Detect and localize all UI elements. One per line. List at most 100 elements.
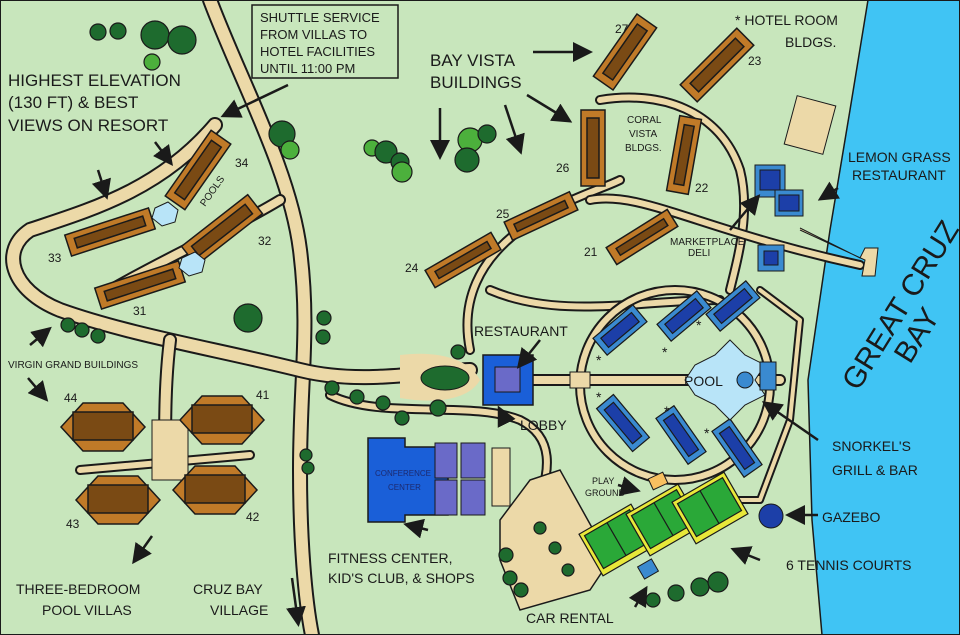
hotel-room-buildings xyxy=(592,280,763,479)
label-marketplace-1: MARKETPLACE xyxy=(670,237,745,248)
trees xyxy=(60,20,729,608)
label-pool: POOL xyxy=(684,373,723,389)
label-lemon-grass-2: RESTAURANT xyxy=(852,167,946,183)
villa-pool-1 xyxy=(151,201,179,227)
building-25 xyxy=(503,190,579,242)
villa-42 xyxy=(171,465,259,515)
label-lobby: LOBBY xyxy=(520,417,567,433)
playground xyxy=(647,471,669,491)
building-26 xyxy=(580,109,606,187)
label-fitness-2: KID'S CLUB, & SHOPS xyxy=(328,570,475,586)
villa-plaza xyxy=(151,419,189,481)
pool-villas xyxy=(59,395,266,525)
label-gazebo: GAZEBO xyxy=(822,509,880,525)
label-conference-1: CONFERENCE xyxy=(375,469,431,478)
label-hotel-room-2: BLDGS. xyxy=(785,34,836,50)
label-snorkels-1: SNORKEL'S xyxy=(832,438,911,454)
label-hotel-room-1: * HOTEL ROOM xyxy=(735,12,838,28)
building-27 xyxy=(592,12,658,92)
svg-text:*: * xyxy=(662,344,668,360)
label-bay-vista-1: BAY VISTA xyxy=(430,51,516,70)
shuttle-service-box xyxy=(251,4,399,79)
svg-text:*: * xyxy=(596,352,602,368)
building-33 xyxy=(63,206,157,258)
arrows xyxy=(27,42,841,627)
label-highest-elevation-3: VIEWS ON RESORT xyxy=(8,116,168,135)
label-fitness-1: FITNESS CENTER, xyxy=(328,550,452,566)
villa-pool-2 xyxy=(178,251,206,277)
lemon-grass-deck xyxy=(783,95,837,155)
svg-text:SHUTTLE SERVICE: SHUTTLE SERVICE xyxy=(260,10,380,25)
villa-41 xyxy=(178,395,266,445)
svg-text:44: 44 xyxy=(64,391,78,405)
great-cruz-bay-water xyxy=(807,0,960,635)
svg-text:31: 31 xyxy=(133,304,147,318)
building-21 xyxy=(605,208,679,266)
gazebo xyxy=(758,503,784,529)
label-lemon-grass-1: LEMON GRASS xyxy=(848,149,951,165)
svg-text:41: 41 xyxy=(256,388,270,402)
label-three-bedroom-1: THREE-BEDROOM xyxy=(16,581,140,597)
lemon-grass-building xyxy=(754,164,804,272)
building-numbers: 34 32 33 31 27 23 26 22 25 24 21 44 41 4… xyxy=(48,22,762,531)
label-snorkels-2: GRILL & BAR xyxy=(832,462,918,478)
svg-text:21: 21 xyxy=(584,245,598,259)
label-playground-2: GROUND xyxy=(585,488,625,498)
svg-text:34: 34 xyxy=(235,156,249,170)
label-virgin-grand: VIRGIN GRAND BUILDINGS xyxy=(8,360,138,371)
svg-text:*: * xyxy=(704,425,710,441)
fitness-center-buildings xyxy=(434,442,486,516)
hotel-asterisks: * * * * * * xyxy=(596,317,710,441)
tennis-courts xyxy=(578,471,749,577)
svg-text:23: 23 xyxy=(748,54,762,68)
villa-buildings xyxy=(63,12,755,311)
shops-walkway xyxy=(491,447,511,507)
svg-text:33: 33 xyxy=(48,251,62,265)
shuttle-service-text: SHUTTLE SERVICE FROM VILLAS TO HOTEL FAC… xyxy=(260,10,380,76)
svg-text:25: 25 xyxy=(496,207,510,221)
label-bay-vista-2: BUILDINGS xyxy=(430,73,522,92)
building-32 xyxy=(180,193,264,267)
label-highest-elevation-2: (130 FT) & BEST xyxy=(8,93,138,112)
pool-hot-tub xyxy=(736,371,754,389)
label-coral-vista-3: BLDGS. xyxy=(625,143,662,154)
svg-text:43: 43 xyxy=(66,517,80,531)
label-tennis: 6 TENNIS COURTS xyxy=(786,557,912,573)
car-rental-building xyxy=(636,558,660,580)
tree-oval xyxy=(420,365,470,391)
villa-44 xyxy=(59,402,147,452)
svg-text:27: 27 xyxy=(615,22,629,36)
label-marketplace-2: DELI xyxy=(688,248,710,259)
svg-text:*: * xyxy=(664,403,670,419)
svg-text:*: * xyxy=(596,389,602,405)
svg-text:42: 42 xyxy=(246,510,260,524)
building-22 xyxy=(665,114,703,196)
label-cruz-bay-2: VILLAGE xyxy=(210,602,268,618)
label-coral-vista-1: CORAL xyxy=(627,115,662,126)
svg-text:*: * xyxy=(696,317,702,333)
snorkels-building xyxy=(759,361,777,391)
label-conference-2: CENTER xyxy=(388,483,421,492)
restaurant-building xyxy=(494,366,521,393)
svg-text:HOTEL FACILITIES: HOTEL FACILITIES xyxy=(260,44,375,59)
svg-text:UNTIL 11:00 PM: UNTIL 11:00 PM xyxy=(260,61,355,76)
svg-text:26: 26 xyxy=(556,161,570,175)
svg-text:32: 32 xyxy=(258,234,272,248)
label-car-rental: CAR RENTAL xyxy=(526,610,614,626)
pier xyxy=(799,227,879,277)
villa-43 xyxy=(74,475,162,525)
svg-text:24: 24 xyxy=(405,261,419,275)
building-24 xyxy=(424,231,502,289)
label-coral-vista-2: VISTA xyxy=(629,129,657,140)
label-highest-elevation-1: HIGHEST ELEVATION xyxy=(8,71,181,90)
svg-text:22: 22 xyxy=(695,181,709,195)
parking-lot xyxy=(499,469,611,611)
svg-text:FROM VILLAS TO: FROM VILLAS TO xyxy=(260,27,367,42)
label-restaurant: RESTAURANT xyxy=(474,323,568,339)
building-31 xyxy=(93,259,187,311)
walkway-junction xyxy=(569,371,591,389)
label-three-bedroom-2: POOL VILLAS xyxy=(42,602,132,618)
building-34 xyxy=(164,129,232,211)
label-playground-1: PLAY xyxy=(592,476,614,486)
